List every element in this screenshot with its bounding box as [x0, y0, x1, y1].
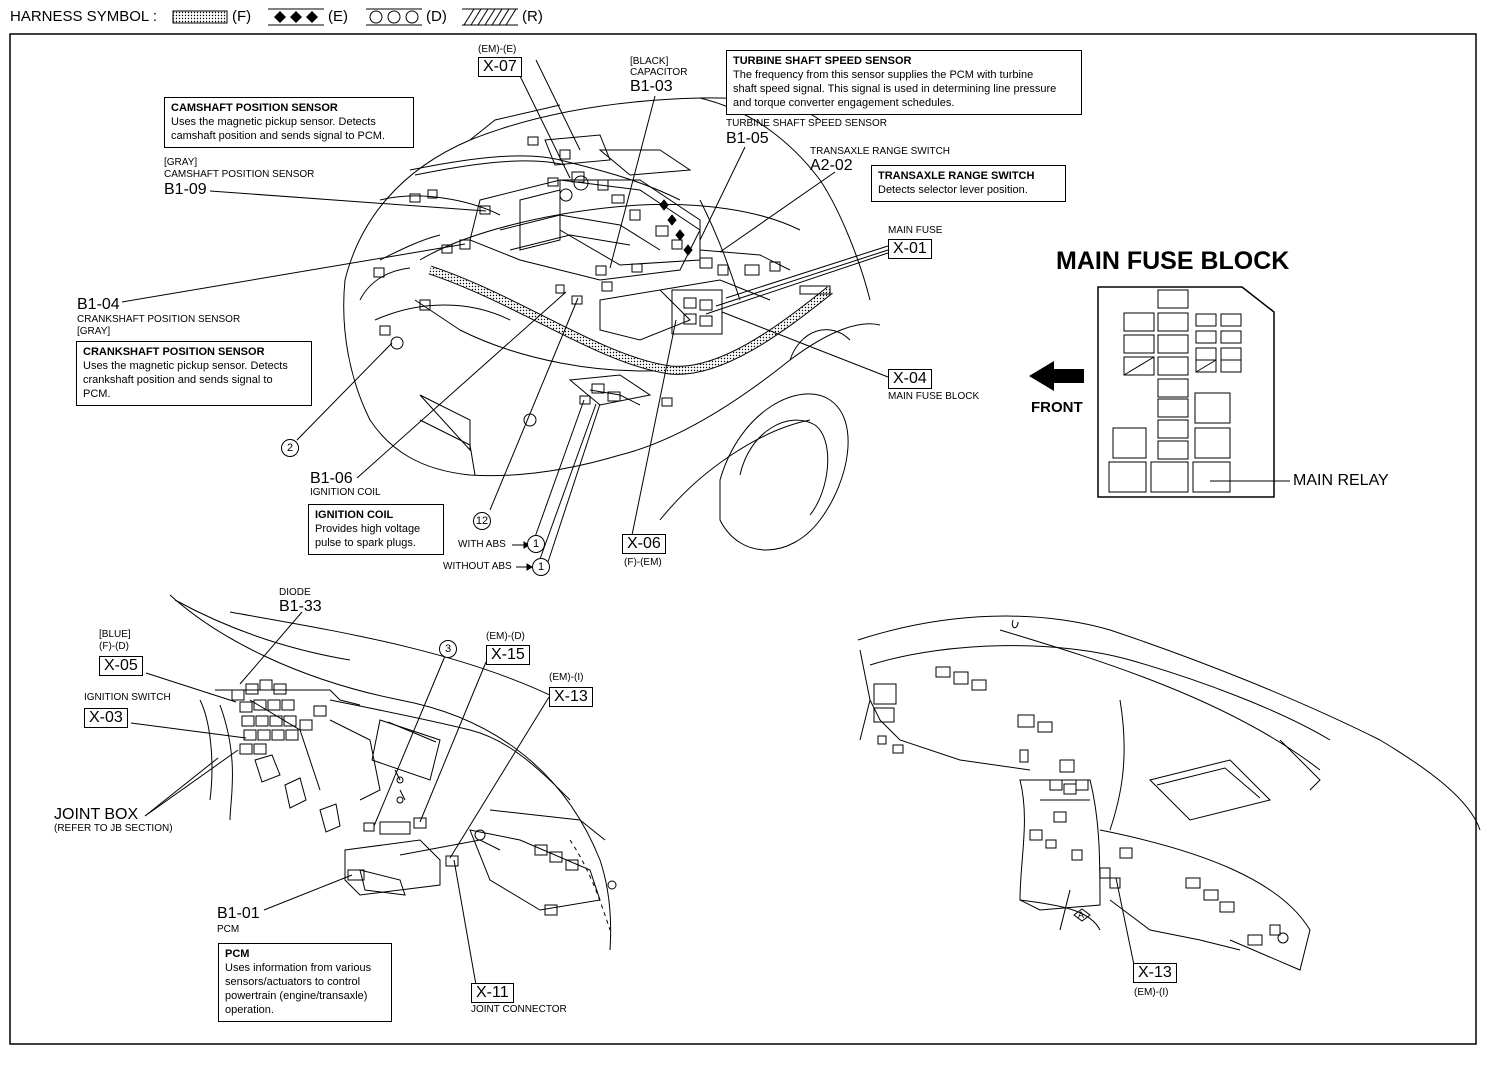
marker-1-without-abs: 1 [532, 558, 550, 576]
b104-code: B1-04 [77, 296, 120, 313]
pcm-note-title: PCM [225, 948, 250, 960]
front-label: FRONT [1031, 399, 1083, 416]
b105-code: B1-05 [726, 130, 769, 147]
x13a-code: X-13 [549, 687, 593, 707]
page-frame [9, 33, 1477, 1045]
crankshaft-note-body: Uses the magnetic pickup sensor. Detects… [83, 360, 288, 400]
ignition-note-title: IGNITION COIL [315, 509, 394, 521]
marker-3: 3 [439, 640, 457, 658]
without-abs-label: WITHOUT ABS [443, 561, 512, 572]
with-abs-label: WITH ABS [458, 539, 506, 550]
harness-code-d: (D) [426, 8, 447, 25]
transaxle-note-body: Detects selector lever position. [878, 184, 1028, 196]
marker-2: 2 [281, 439, 299, 457]
x11-name: JOINT CONNECTOR [471, 1004, 567, 1015]
x07-tag: (EM)-(E) [478, 44, 517, 55]
harness-code-f: (F) [232, 8, 252, 25]
b109-name: CAMSHAFT POSITION SENSOR [164, 169, 315, 180]
pcm-note: PCM Uses information from various sensor… [218, 943, 392, 1022]
crankshaft-sensor-note: CRANKSHAFT POSITION SENSOR Uses the magn… [76, 341, 312, 406]
x05-color: [BLUE] [99, 629, 131, 640]
turbine-sensor-note: TURBINE SHAFT SPEED SENSOR The frequency… [726, 50, 1082, 115]
b104-name: CRANKSHAFT POSITION SENSOR [77, 314, 241, 325]
b109-code: B1-09 [164, 181, 207, 198]
main-fuse-block-title: MAIN FUSE BLOCK [1056, 247, 1290, 275]
ignition-note-body: Provides high voltage pulse to spark plu… [315, 523, 421, 549]
b104-color: [GRAY] [77, 326, 111, 337]
dotted-harness-symbol [172, 10, 228, 24]
x03-name: IGNITION SWITCH [84, 692, 171, 703]
marker-1-with-abs: 1 [527, 535, 545, 553]
b103-code: B1-03 [630, 78, 673, 95]
marker-a: A [1078, 910, 1085, 920]
camshaft-note-body: Uses the magnetic pickup sensor. Detects… [171, 116, 386, 142]
x05-code: X-05 [99, 656, 143, 676]
b101-code: B1-01 [217, 905, 260, 922]
x03-code: X-03 [84, 708, 128, 728]
x15-tag: (EM)-(D) [486, 631, 525, 642]
b109-color: [GRAY] [164, 157, 198, 168]
a202-code: A2-02 [810, 157, 853, 174]
x04-name: MAIN FUSE BLOCK [888, 391, 980, 402]
harness-code-r: (R) [522, 8, 543, 25]
b103-color: [BLACK] [630, 56, 669, 67]
b133-name: DIODE [279, 587, 311, 598]
crankshaft-note-title: CRANKSHAFT POSITION SENSOR [83, 346, 265, 358]
hatched-harness-symbol [462, 8, 518, 26]
b133-code: B1-33 [279, 598, 322, 615]
ignition-coil-note: IGNITION COIL Provides high voltage puls… [308, 504, 444, 555]
b106-code: B1-06 [310, 470, 353, 487]
turbine-note-title: TURBINE SHAFT SPEED SENSOR [733, 55, 912, 67]
x06-code: X-06 [622, 534, 666, 554]
harness-code-e: (E) [328, 8, 348, 25]
x13b-code: X-13 [1133, 963, 1177, 983]
transaxle-note-title: TRANSAXLE RANGE SWITCH [878, 170, 1035, 182]
joint-box-ref: (REFER TO JB SECTION) [54, 823, 173, 834]
x04-code: X-04 [888, 369, 932, 389]
main-relay-label: MAIN RELAY [1293, 472, 1389, 489]
a202-name: TRANSAXLE RANGE SWITCH [810, 146, 951, 157]
x11-code: X-11 [471, 983, 514, 1003]
turbine-note-body: The frequency from this sensor supplies … [733, 69, 1057, 109]
joint-box-label: JOINT BOX [54, 806, 139, 823]
camshaft-note-title: CAMSHAFT POSITION SENSOR [171, 102, 338, 114]
circle-harness-symbol [366, 8, 422, 26]
camshaft-sensor-note: CAMSHAFT POSITION SENSOR Uses the magnet… [164, 97, 414, 148]
transaxle-switch-note: TRANSAXLE RANGE SWITCH Detects selector … [871, 165, 1066, 202]
marker-12: 12 [473, 512, 491, 530]
x01-name: MAIN FUSE [888, 225, 943, 236]
harness-symbol-label: HARNESS SYMBOL : [10, 8, 157, 25]
x06-tag: (F)-(EM) [624, 557, 662, 568]
x01-code: X-01 [888, 239, 932, 259]
b106-name: IGNITION COIL [310, 487, 381, 498]
x15-code: X-15 [486, 645, 530, 665]
b105-name: TURBINE SHAFT SPEED SENSOR [726, 118, 887, 129]
pcm-note-body: Uses information from various sensors/ac… [225, 962, 372, 1016]
b101-name: PCM [217, 924, 240, 935]
b103-name: CAPACITOR [630, 67, 688, 78]
x13b-tag: (EM)-(I) [1134, 987, 1169, 998]
x07-code: X-07 [478, 57, 522, 77]
x13a-tag: (EM)-(I) [549, 672, 584, 683]
diamond-harness-symbol [268, 8, 324, 26]
x05-tag: (F)-(D) [99, 641, 129, 652]
